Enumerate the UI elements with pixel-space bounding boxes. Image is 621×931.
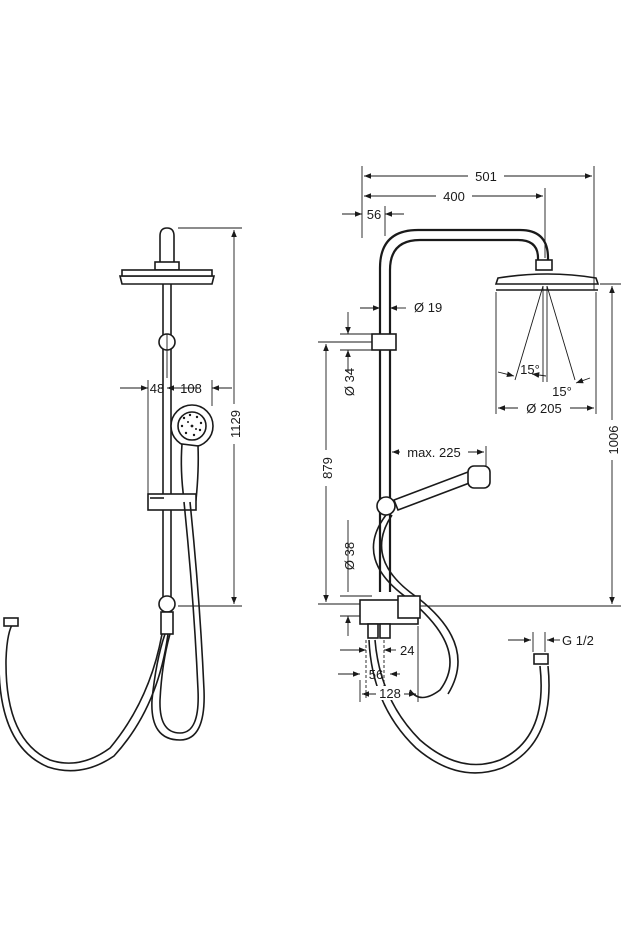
side-angle-right: 15° [552, 384, 572, 399]
side-height-879: 879 [320, 457, 335, 479]
side-riser-arm-outer [378, 228, 550, 592]
side-inlet-56: 56 [369, 667, 383, 682]
side-slider [376, 496, 396, 516]
front-handshower-108: 108 [180, 381, 202, 396]
front-diverter [158, 595, 176, 613]
side-diverter-knob [397, 595, 421, 619]
side-inlet-right [379, 623, 391, 639]
front-slider [147, 493, 197, 511]
side-angle-left: 15° [520, 362, 540, 377]
side-max-reach: max. 225 [407, 445, 460, 460]
front-head-connector [154, 261, 180, 271]
side-view: 15° 15° 501 400 56 [318, 166, 621, 774]
side-head-diameter: Ø 205 [526, 401, 561, 416]
front-inlet-hose [5, 621, 163, 764]
front-hand-shower-jets [180, 413, 203, 437]
side-arm-400: 400 [443, 189, 465, 204]
front-hose-loop [151, 501, 205, 741]
side-hose-loop [372, 514, 451, 699]
side-riser-arm-inner [388, 238, 540, 592]
front-height-1129: 1129 [228, 410, 243, 438]
side-lower-bracket-diameter: Ø 38 [342, 542, 357, 570]
side-inlet-128: 128 [379, 686, 401, 701]
side-offset-56: 56 [367, 207, 381, 222]
side-pipe-diameter: Ø 19 [414, 300, 442, 315]
front-shower-head [118, 275, 216, 285]
front-offset-48: 48 [150, 381, 164, 396]
front-hand-shower-handle [180, 443, 200, 501]
side-upper-bracket [371, 333, 397, 351]
side-inlet-24: 24 [400, 643, 414, 658]
side-hand-shower-head [467, 465, 491, 489]
front-outlet [160, 611, 174, 635]
front-hose-nut [3, 617, 19, 627]
front-shower-head-top [121, 269, 213, 277]
side-hose-nut [533, 653, 549, 665]
side-head-connector [535, 259, 553, 271]
side-thread-size: G 1/2 [562, 633, 594, 648]
side-height-1006: 1006 [606, 426, 621, 455]
front-riser-top [159, 227, 175, 270]
side-width-501: 501 [475, 169, 497, 184]
side-shower-head [494, 273, 600, 285]
front-view: 1129 48 108 [0, 227, 243, 772]
side-upper-bracket-diameter: Ø 34 [342, 368, 357, 396]
side-hand-shower-handle [392, 470, 474, 512]
side-inlet-left [367, 623, 379, 639]
